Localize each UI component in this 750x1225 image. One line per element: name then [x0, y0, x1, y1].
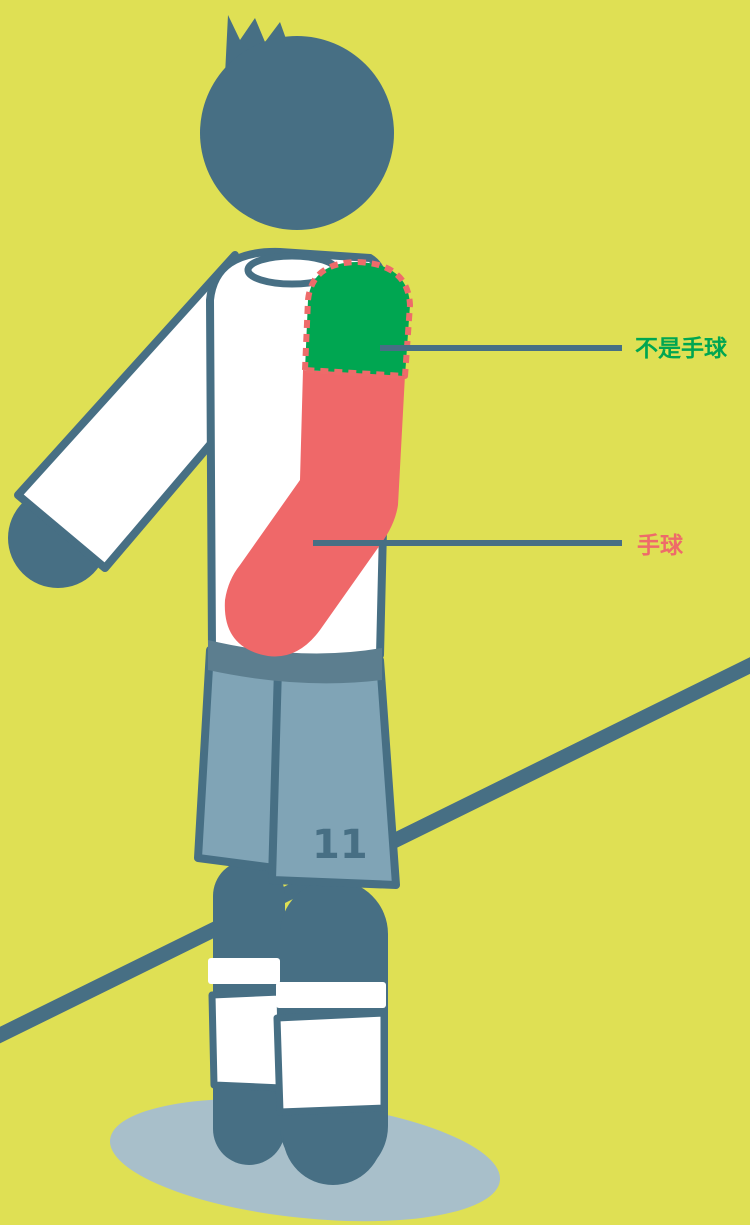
right-sock: [277, 1013, 384, 1112]
handball-label: 手球: [637, 535, 683, 558]
not-handball-zone: [305, 262, 410, 376]
left-sock-stripe: [208, 958, 280, 984]
head: [200, 36, 394, 230]
not-handball-label: 不是手球: [635, 338, 727, 361]
right-sock-stripe: [276, 982, 386, 1008]
jersey-number: 11: [312, 822, 368, 868]
left-sock: [212, 992, 282, 1088]
